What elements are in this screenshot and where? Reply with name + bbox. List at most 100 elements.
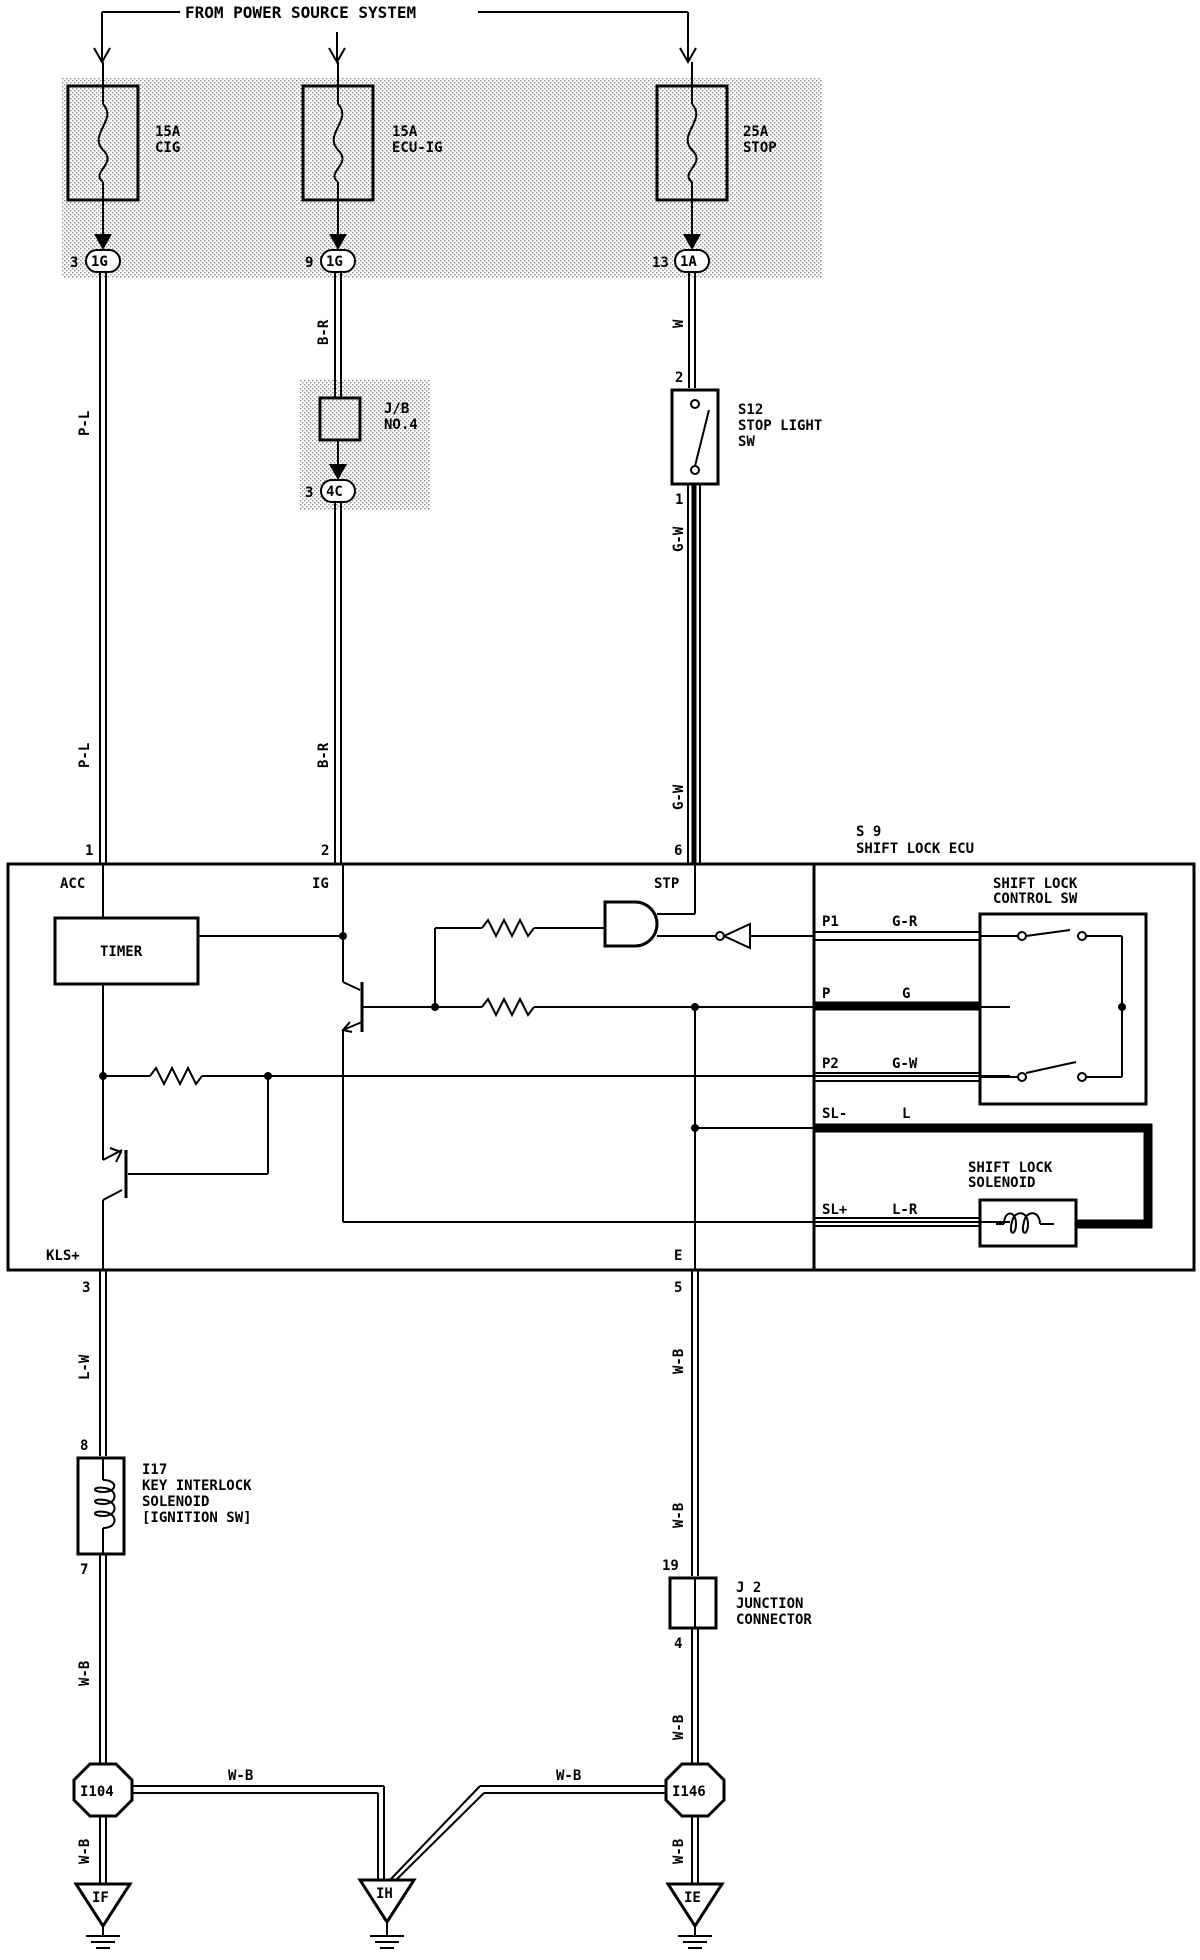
diagram-label: W-B [77,1661,93,1686]
diagram-label: STP [654,876,679,892]
splice-i146: I146 [664,1762,726,1818]
diagram-label: P-L [77,743,93,768]
diagram-label: 5 [674,1280,682,1296]
wire-wb-e: 5 W-B W-B 19 [662,1270,699,1576]
logic-network [431,864,1010,1270]
power-source-label: FROM POWER SOURCE SYSTEM [185,3,416,22]
kls-transistor: KLS+ E [46,1065,1010,1270]
diagram-label: I104 [80,1784,114,1800]
diagram-label: SL+ [822,1202,847,1218]
diagram-label: 25A [743,124,769,140]
diagram-label: NO.4 [384,417,418,433]
diagram-label: G [902,986,910,1002]
connector-1g-cig: 1G 3 [70,200,121,273]
wire-wb-left: W-B [74,1554,107,1766]
diagram-label: 6 [674,843,682,859]
diagram-label: KLS+ [46,1248,80,1264]
shift-lock-solenoid: SHIFT LOCK SOLENOID [814,1160,1078,1248]
diagram-label: CONTROL SW [993,891,1078,907]
diagram-label: W-B [671,1839,687,1864]
diagram-label: E [674,1248,682,1264]
diagram-label: 3 [70,255,78,271]
diagram-label: SOLENOID [142,1494,209,1510]
diagram-label: G-W [671,526,687,552]
wire-wb-right: W-B [668,1628,699,1766]
diagram-label: CONNECTOR [736,1612,812,1628]
diagram-label: W-B [671,1715,687,1740]
diagram-label: SHIFT LOCK [968,1160,1053,1176]
ground-harness: W-B W-B [128,1768,670,1881]
diagram-label: ACC [60,876,85,892]
diagram-label: P2 [822,1056,839,1072]
connector-1a-stop: 1A 13 [652,200,710,273]
diagram-label: I146 [672,1784,706,1800]
diagram-label: IE [684,1890,701,1906]
diagram-label: KEY INTERLOCK [142,1478,252,1494]
diagram-label: 4 [674,1636,682,1652]
fuse-cig: 15A CIG [66,62,181,202]
diagram-label: L-R [892,1202,918,1218]
diagram-label: 8 [80,1438,88,1454]
diagram-label: J 2 [736,1580,761,1596]
wire-stp: W 2 [671,272,696,388]
diagram-label: ECU-IG [392,140,443,156]
shift-lock-ecu-box [6,862,1196,1272]
diagram-label: 13 [652,255,669,271]
diagram-label: W-B [671,1503,687,1528]
diagram-label: 19 [662,1558,679,1574]
diagram-label: SL- [822,1106,847,1122]
diagram-label: J/B [384,401,409,417]
diagram-label: B-R [316,319,332,345]
timer-block: TIMER [53,864,343,1160]
wire-wb-ground: W-B W-B [77,1816,699,1884]
diagram-label: 3 [82,1280,90,1296]
ig-transistor [339,864,1010,1223]
connector-1g-ecu-ig: 1G 9 [305,200,356,273]
diagram-label: 4C [326,484,343,500]
diagram-label: G-W [892,1056,918,1072]
diagram-label: W-B [77,1839,93,1864]
diagram-label: IF [92,1890,109,1906]
diagram-label: IG [312,876,329,892]
wire-br: B-R J/B NO.4 4C 3 B-R 2 [305,272,418,864]
diagram-label: 9 [305,255,313,271]
diagram-label: I17 [142,1462,167,1478]
diagram-label: TIMER [100,944,143,960]
diagram-label: 1 [85,843,93,859]
diagram-label: 1 [675,492,683,508]
diagram-label: JUNCTION [736,1596,803,1612]
diagram-label: SOLENOID [968,1175,1035,1191]
diagram-label: W [671,319,687,328]
power-source-shaded-area [62,78,822,278]
diagram-label: W-B [228,1768,253,1784]
diagram-label: 15A [155,124,181,140]
diagram-label: L [902,1106,910,1122]
diagram-label: 1A [680,254,697,270]
diagram-label: 2 [675,370,683,386]
diagram-label: W-B [556,1768,581,1784]
key-interlock-solenoid: I17 KEY INTERLOCK SOLENOID [IGNITION SW]… [76,1456,252,1578]
fuse-ecu-ig: 15A ECU-IG [301,62,443,202]
diagram-label: P [822,986,830,1002]
ecu-name: SHIFT LOCK ECU [856,841,974,857]
diagram-label: G-W [671,784,687,810]
diagram-label: W-B [671,1349,687,1374]
diagram-label: STOP [743,140,777,156]
diagram-label: CIG [155,140,180,156]
ground-ih: IH [357,1878,417,1949]
diagram-label: P-L [77,411,93,436]
diagram-label: 1G [326,254,343,270]
diagram-label: [IGNITION SW] [142,1510,252,1526]
diagram-label: L-W [77,1354,93,1380]
splice-i104: I104 [72,1762,134,1818]
diagram-label: 2 [321,843,329,859]
diagram-label: STOP LIGHT [738,418,822,434]
ground-ie: IE [665,1882,725,1949]
diagram-label: SHIFT LOCK [993,876,1078,892]
diagram-label: 3 [305,485,313,501]
diagram-label: S12 [738,402,763,418]
ecu-id: S 9 [856,824,881,840]
diagram-label: P1 [822,914,839,930]
diagram-label: G-R [892,914,918,930]
